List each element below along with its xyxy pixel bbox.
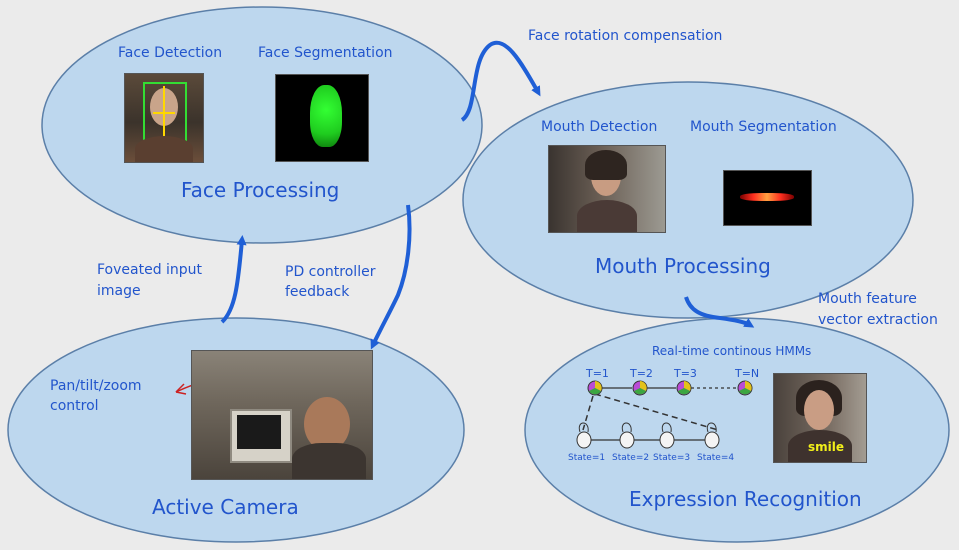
expression-face-shape bbox=[804, 390, 834, 430]
foveated-input-label-line2: image bbox=[97, 283, 141, 299]
hmm-state-label-4: State=4 bbox=[697, 453, 735, 463]
pd-controller-label-line1: PD controller bbox=[285, 264, 376, 280]
segmented-mouth-shape bbox=[740, 193, 794, 201]
hmm-time-label-1: T=1 bbox=[586, 367, 609, 380]
rotation-arrow bbox=[460, 40, 541, 122]
active-camera-image bbox=[191, 350, 373, 480]
feature-extraction-arrow bbox=[684, 296, 755, 328]
hmm-state-label-2: State=2 bbox=[612, 453, 650, 463]
hmm-dashed-link-2 bbox=[594, 393, 719, 431]
hmm-time-node-n-fill bbox=[745, 381, 752, 391]
hmm-self-loop-4 bbox=[706, 422, 717, 433]
mouth-processing-ellipse bbox=[462, 81, 914, 319]
foveated-input-arrow bbox=[220, 235, 247, 324]
hmm-time-node-1-fill-b bbox=[589, 388, 601, 395]
hmm-state-node-1 bbox=[576, 431, 592, 449]
mouth-feature-label-line2: vector extraction bbox=[818, 312, 938, 328]
hmm-self-loop-2 bbox=[621, 422, 632, 433]
person-body-shape bbox=[292, 443, 366, 479]
expression-recognition-title: Expression Recognition bbox=[629, 487, 862, 511]
person-head-shape bbox=[304, 397, 350, 451]
mouth-hair-shape bbox=[585, 150, 627, 180]
body-shape bbox=[135, 136, 193, 162]
hmm-state-node-4 bbox=[704, 431, 720, 449]
hmm-state-label-1: State=1 bbox=[568, 453, 606, 463]
active-camera-title: Active Camera bbox=[152, 495, 299, 519]
expression-image: smile bbox=[773, 373, 867, 463]
face-detection-label: Face Detection bbox=[118, 45, 223, 61]
mouth-segmentation-label: Mouth Segmentation bbox=[690, 119, 837, 135]
expression-caption: smile bbox=[808, 440, 845, 454]
hmm-self-loop-3 bbox=[661, 422, 672, 433]
hmm-time-node-1-fill bbox=[595, 381, 602, 391]
hmm-state-node-2 bbox=[619, 431, 635, 449]
hmm-title: Real-time continous HMMs bbox=[652, 344, 812, 358]
pd-feedback-arrow bbox=[370, 204, 412, 350]
face-processing-title: Face Processing bbox=[181, 178, 340, 202]
mouth-detection-label: Mouth Detection bbox=[541, 119, 658, 135]
hmm-time-label-2: T=2 bbox=[630, 367, 653, 380]
hmm-dashed-link-1 bbox=[582, 395, 594, 431]
foveated-input-label-line1: Foveated input bbox=[97, 262, 203, 278]
hmm-state-node-3 bbox=[659, 431, 675, 449]
mouth-segmentation-image bbox=[723, 170, 812, 226]
monitor-screen bbox=[237, 415, 281, 449]
expression-body-shape bbox=[788, 430, 852, 462]
mouth-detection-image bbox=[548, 145, 666, 233]
face-detection-image bbox=[124, 73, 204, 163]
mouth-body-shape bbox=[577, 200, 637, 232]
hmm-time-node-n-fill-b bbox=[739, 388, 751, 395]
hmm-self-loop-1 bbox=[578, 422, 589, 433]
face-axis-horizontal bbox=[153, 112, 175, 114]
hmm-time-label-3: T=3 bbox=[674, 367, 697, 380]
pan-tilt-zoom-label-line2: control bbox=[50, 398, 99, 414]
segmented-face-shape bbox=[310, 85, 342, 147]
hmm-time-node-3-fill bbox=[684, 381, 691, 391]
face-segmentation-image bbox=[275, 74, 369, 162]
hmm-diagram bbox=[576, 387, 738, 449]
face-processing-ellipse bbox=[41, 6, 483, 244]
hmm-time-node-3-fill-b bbox=[678, 388, 690, 395]
pan-tilt-zoom-label-line1: Pan/tilt/zoom bbox=[50, 378, 142, 394]
hmm-time-node-2-fill bbox=[640, 381, 647, 391]
pd-controller-label-line2: feedback bbox=[285, 284, 350, 300]
pan-tilt-arrowhead bbox=[175, 383, 187, 395]
hmm-time-node-2-fill-b bbox=[634, 388, 646, 395]
face-segmentation-label: Face Segmentation bbox=[258, 45, 393, 61]
hmm-state-label-3: State=3 bbox=[653, 453, 691, 463]
rotation-compensation-label: Face rotation compensation bbox=[528, 28, 723, 44]
mouth-processing-title: Mouth Processing bbox=[595, 254, 771, 278]
mouth-feature-label-line1: Mouth feature bbox=[818, 291, 917, 307]
hmm-time-label-n: T=N bbox=[735, 367, 760, 380]
hmm-time-nodes bbox=[587, 380, 753, 396]
